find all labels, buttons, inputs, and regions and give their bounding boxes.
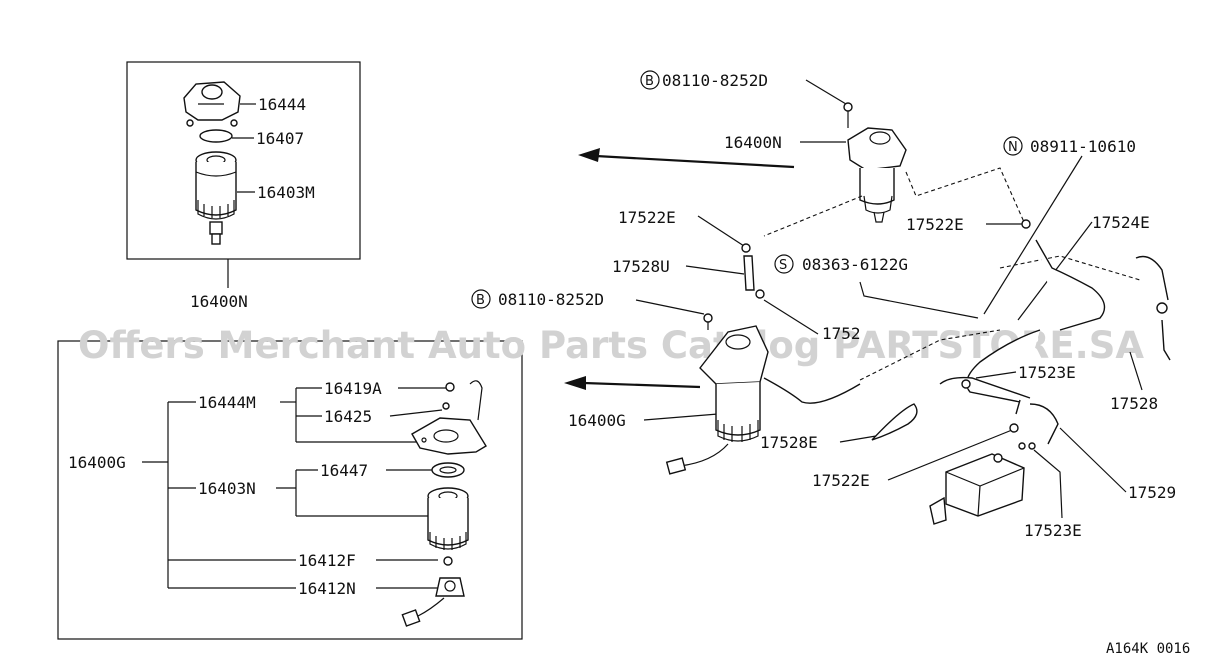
drain-plug-icon bbox=[443, 556, 453, 566]
bolt-icon bbox=[703, 313, 713, 323]
upper-inset-frame bbox=[126, 61, 361, 260]
pipe-icon bbox=[469, 380, 483, 421]
hose-a-label: 17528U bbox=[612, 257, 670, 276]
filter-head-icon bbox=[411, 417, 487, 455]
bolt-mid-callout: B 08110-8252D bbox=[471, 289, 705, 315]
screw-code: 08363-6122G bbox=[802, 255, 908, 274]
bolt-symbol-icon bbox=[640, 70, 660, 90]
hose-c-label: 17528 bbox=[1110, 394, 1158, 413]
filter-element-icon bbox=[427, 487, 469, 550]
seal-ring-icon bbox=[431, 462, 465, 478]
callout-16412n: 16412N bbox=[298, 579, 356, 598]
nut-callout: N 08911-10610 bbox=[983, 136, 1136, 315]
bolt-mid-code: 08110-8252D bbox=[498, 290, 604, 309]
bolt-top-code: 08110-8252D bbox=[662, 71, 768, 90]
hose-icon bbox=[1029, 403, 1059, 445]
lower-inset-frame bbox=[57, 340, 523, 640]
bolt-mid-symbol: B bbox=[476, 293, 485, 308]
callout-16412f: 16412F bbox=[298, 551, 356, 570]
callout-16447: 16447 bbox=[320, 461, 368, 480]
diagram-code: A164K 0016 bbox=[1106, 641, 1190, 657]
sensor-icon bbox=[401, 577, 465, 627]
callout-16425: 16425 bbox=[324, 407, 372, 426]
hose-e-label: 17529 bbox=[1128, 483, 1176, 502]
assembly-16400n-label: 16400N bbox=[190, 292, 248, 311]
screw-icon bbox=[445, 382, 455, 392]
bolt-symbol-icon bbox=[471, 289, 491, 309]
filter-upper-label: 16400N bbox=[724, 133, 782, 152]
group-16403n: 16403N bbox=[198, 479, 256, 498]
filter-head-icon bbox=[183, 81, 241, 127]
group-16444m: 16444M bbox=[198, 393, 256, 412]
screw-symbol-icon bbox=[774, 254, 794, 274]
clamp-a-label: 17522E bbox=[618, 208, 676, 227]
callout-16403m: 16403M bbox=[257, 183, 315, 202]
callout-16444: 16444 bbox=[258, 95, 306, 114]
hose-d-label: 17528E bbox=[760, 433, 818, 452]
callout-16419a: 16419A bbox=[324, 379, 382, 398]
nut-symbol: N bbox=[1008, 140, 1018, 155]
hose-b-label: 17524E bbox=[1092, 213, 1150, 232]
nut-code: 08911-10610 bbox=[1030, 137, 1136, 156]
clamp-b-label: 17522E bbox=[906, 215, 964, 234]
watermark: Offers Merchant Auto Parts Catalog PARTS… bbox=[78, 324, 1144, 367]
direction-arrow-upper bbox=[578, 148, 795, 169]
screw-callout: S 08363-6122G bbox=[774, 254, 979, 319]
upper-inset: 16444 16407 16403M 16400N bbox=[126, 61, 361, 311]
callout-16407: 16407 bbox=[256, 129, 304, 148]
hose-network-icon bbox=[939, 239, 1171, 415]
o-ring-icon bbox=[199, 129, 233, 143]
bolt-top-callout: B 08110-8252D bbox=[640, 70, 847, 105]
nut-symbol-icon bbox=[1003, 136, 1023, 156]
clamp-icon bbox=[1009, 423, 1019, 433]
lower-inset: 16400G 16444M 16419A 16425 16403N 16447 … bbox=[57, 340, 523, 640]
direction-arrow-lower bbox=[564, 376, 701, 390]
filter-element-icon bbox=[195, 151, 237, 245]
fuel-line-icon bbox=[763, 377, 861, 404]
clip-a-label: 17523E bbox=[1018, 363, 1076, 382]
fuel-filter-upper-icon bbox=[847, 127, 907, 223]
hose-loop-icon bbox=[871, 403, 918, 441]
clamp-c-label: 17522E bbox=[812, 471, 870, 490]
clamp-icon bbox=[741, 243, 751, 253]
clamp-icon bbox=[1021, 219, 1031, 229]
filter-lower-label: 16400G bbox=[568, 411, 626, 430]
hose-icon bbox=[743, 255, 765, 299]
assembly-16400g-label: 16400G bbox=[68, 453, 126, 472]
partial-hose-label: 1752 bbox=[822, 324, 861, 343]
canister-icon bbox=[929, 442, 1026, 525]
bolt-top-symbol: B bbox=[645, 74, 654, 89]
clip-b-label: 17523E bbox=[1024, 521, 1082, 540]
bolt-icon bbox=[843, 102, 853, 128]
screw-symbol: S bbox=[779, 258, 787, 273]
washer-icon bbox=[442, 402, 450, 410]
fuel-filter-lower-icon bbox=[665, 325, 769, 475]
clip-icon bbox=[1028, 442, 1036, 450]
